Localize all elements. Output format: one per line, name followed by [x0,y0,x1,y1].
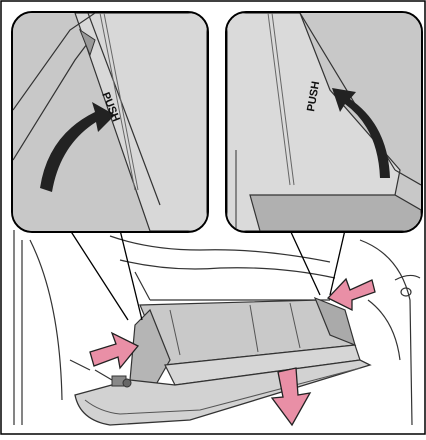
callout-right-shelf [250,195,421,231]
latch-pin [123,379,131,387]
